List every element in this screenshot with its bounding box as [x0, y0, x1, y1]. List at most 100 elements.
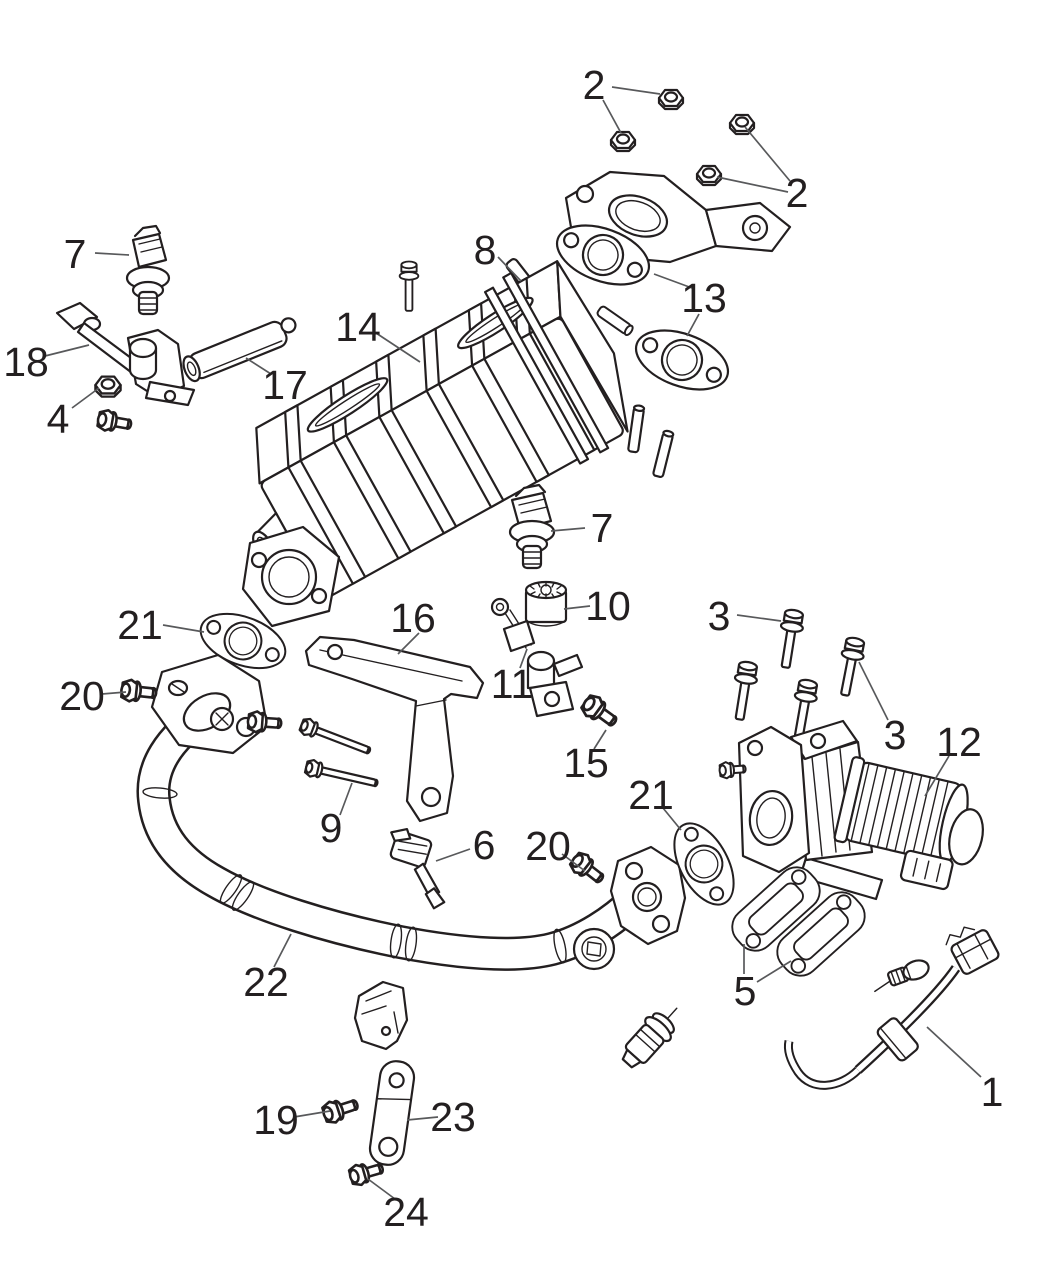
leader-line — [736, 614, 782, 622]
spacer-17 — [182, 317, 297, 383]
gasket-13 — [626, 318, 738, 402]
callout-10: 10 — [585, 583, 631, 629]
leader-line — [245, 357, 272, 375]
bolt-3 — [773, 607, 807, 671]
bolt — [95, 407, 135, 437]
strap-23 — [368, 1060, 416, 1166]
leader-line — [858, 661, 889, 721]
leader-line — [435, 848, 471, 862]
callout-8: 8 — [474, 227, 497, 273]
leader-line — [94, 252, 130, 256]
leader-line — [367, 1178, 396, 1200]
leader-line — [71, 387, 100, 409]
nut-icon — [657, 88, 685, 111]
leader-line — [602, 99, 622, 134]
egr-valve — [718, 719, 984, 901]
bolt-20 — [566, 848, 610, 890]
callout-16: 16 — [390, 595, 436, 641]
callout-19: 19 — [253, 1097, 299, 1143]
leader-line — [561, 853, 586, 872]
leader-line — [593, 729, 607, 750]
leader-line — [406, 1116, 439, 1121]
callout-4: 4 — [47, 396, 70, 442]
stud — [626, 403, 646, 454]
bolt-9 — [297, 715, 374, 760]
bolt-9 — [303, 757, 381, 793]
callout-13: 13 — [681, 275, 727, 321]
bolt-15 — [577, 690, 623, 734]
nut-icon — [695, 164, 723, 187]
egr-tube-end-flange — [572, 845, 687, 971]
leader-line — [101, 691, 127, 695]
leader-line — [563, 605, 591, 610]
leader-line — [686, 313, 700, 337]
pressure-sensor — [508, 483, 556, 570]
leader-line — [662, 807, 682, 831]
callout-17: 17 — [262, 362, 308, 408]
callout-3: 3 — [884, 712, 907, 758]
leader-line — [611, 86, 661, 95]
stud — [651, 428, 675, 479]
callout-6: 6 — [473, 822, 496, 868]
leader-line — [497, 256, 522, 282]
leader-line — [716, 176, 789, 193]
callout-23: 23 — [430, 1094, 476, 1140]
callout-22: 22 — [243, 959, 289, 1005]
bracket-16 — [304, 635, 485, 823]
leader-line — [375, 332, 421, 363]
callout-9: 9 — [320, 805, 343, 851]
leader-line — [339, 782, 353, 816]
callout-20: 20 — [525, 823, 571, 869]
callout-21: 21 — [117, 602, 163, 648]
leader-line — [924, 755, 950, 797]
leader-line — [273, 933, 292, 968]
bolt-3 — [727, 659, 761, 723]
bolt-19 — [319, 1092, 362, 1127]
leader-line — [162, 624, 205, 633]
callout-7: 7 — [591, 505, 614, 551]
leader-line — [397, 632, 420, 655]
callout-2: 2 — [583, 62, 606, 108]
cap-10 — [524, 580, 568, 627]
clip-11 — [490, 597, 584, 718]
callout-5: 5 — [734, 968, 757, 1014]
clamp-bracket — [353, 980, 409, 1051]
leader-line — [926, 1026, 982, 1078]
leader-line — [519, 648, 528, 669]
callout-20: 20 — [59, 673, 105, 719]
bolt — [245, 709, 284, 736]
callout-2: 2 — [786, 170, 809, 216]
nut-icon — [609, 130, 637, 153]
callout-15: 15 — [563, 740, 609, 786]
egr-cooler — [252, 260, 629, 599]
exhaust-temp-sensor-1 — [783, 926, 1000, 1090]
egr-tube — [136, 697, 651, 971]
callout-1: 1 — [981, 1069, 1004, 1115]
callout-18: 18 — [3, 339, 49, 385]
clamp-6 — [389, 827, 446, 910]
callout-12: 12 — [936, 719, 982, 765]
leader-line — [653, 273, 693, 289]
callout-7: 7 — [64, 231, 87, 277]
leader-line — [44, 344, 90, 357]
leader-line — [744, 126, 791, 182]
leader-line — [756, 960, 792, 983]
leader-line — [550, 527, 586, 532]
cooler-outlet-flange — [241, 525, 341, 628]
nut-icon — [728, 113, 756, 136]
callout-24: 24 — [383, 1189, 429, 1235]
flange-nuts — [609, 88, 756, 187]
bracket-18 — [55, 301, 196, 407]
bolt — [398, 260, 420, 312]
callout-14: 14 — [335, 304, 381, 350]
callout-3: 3 — [708, 593, 731, 639]
callout-11: 11 — [491, 661, 534, 707]
nut-4 — [94, 375, 122, 398]
temperature-sensor — [125, 224, 171, 316]
leader-line — [293, 1110, 331, 1118]
egr-tube-flange — [150, 653, 269, 755]
bolts-3 — [727, 607, 868, 741]
